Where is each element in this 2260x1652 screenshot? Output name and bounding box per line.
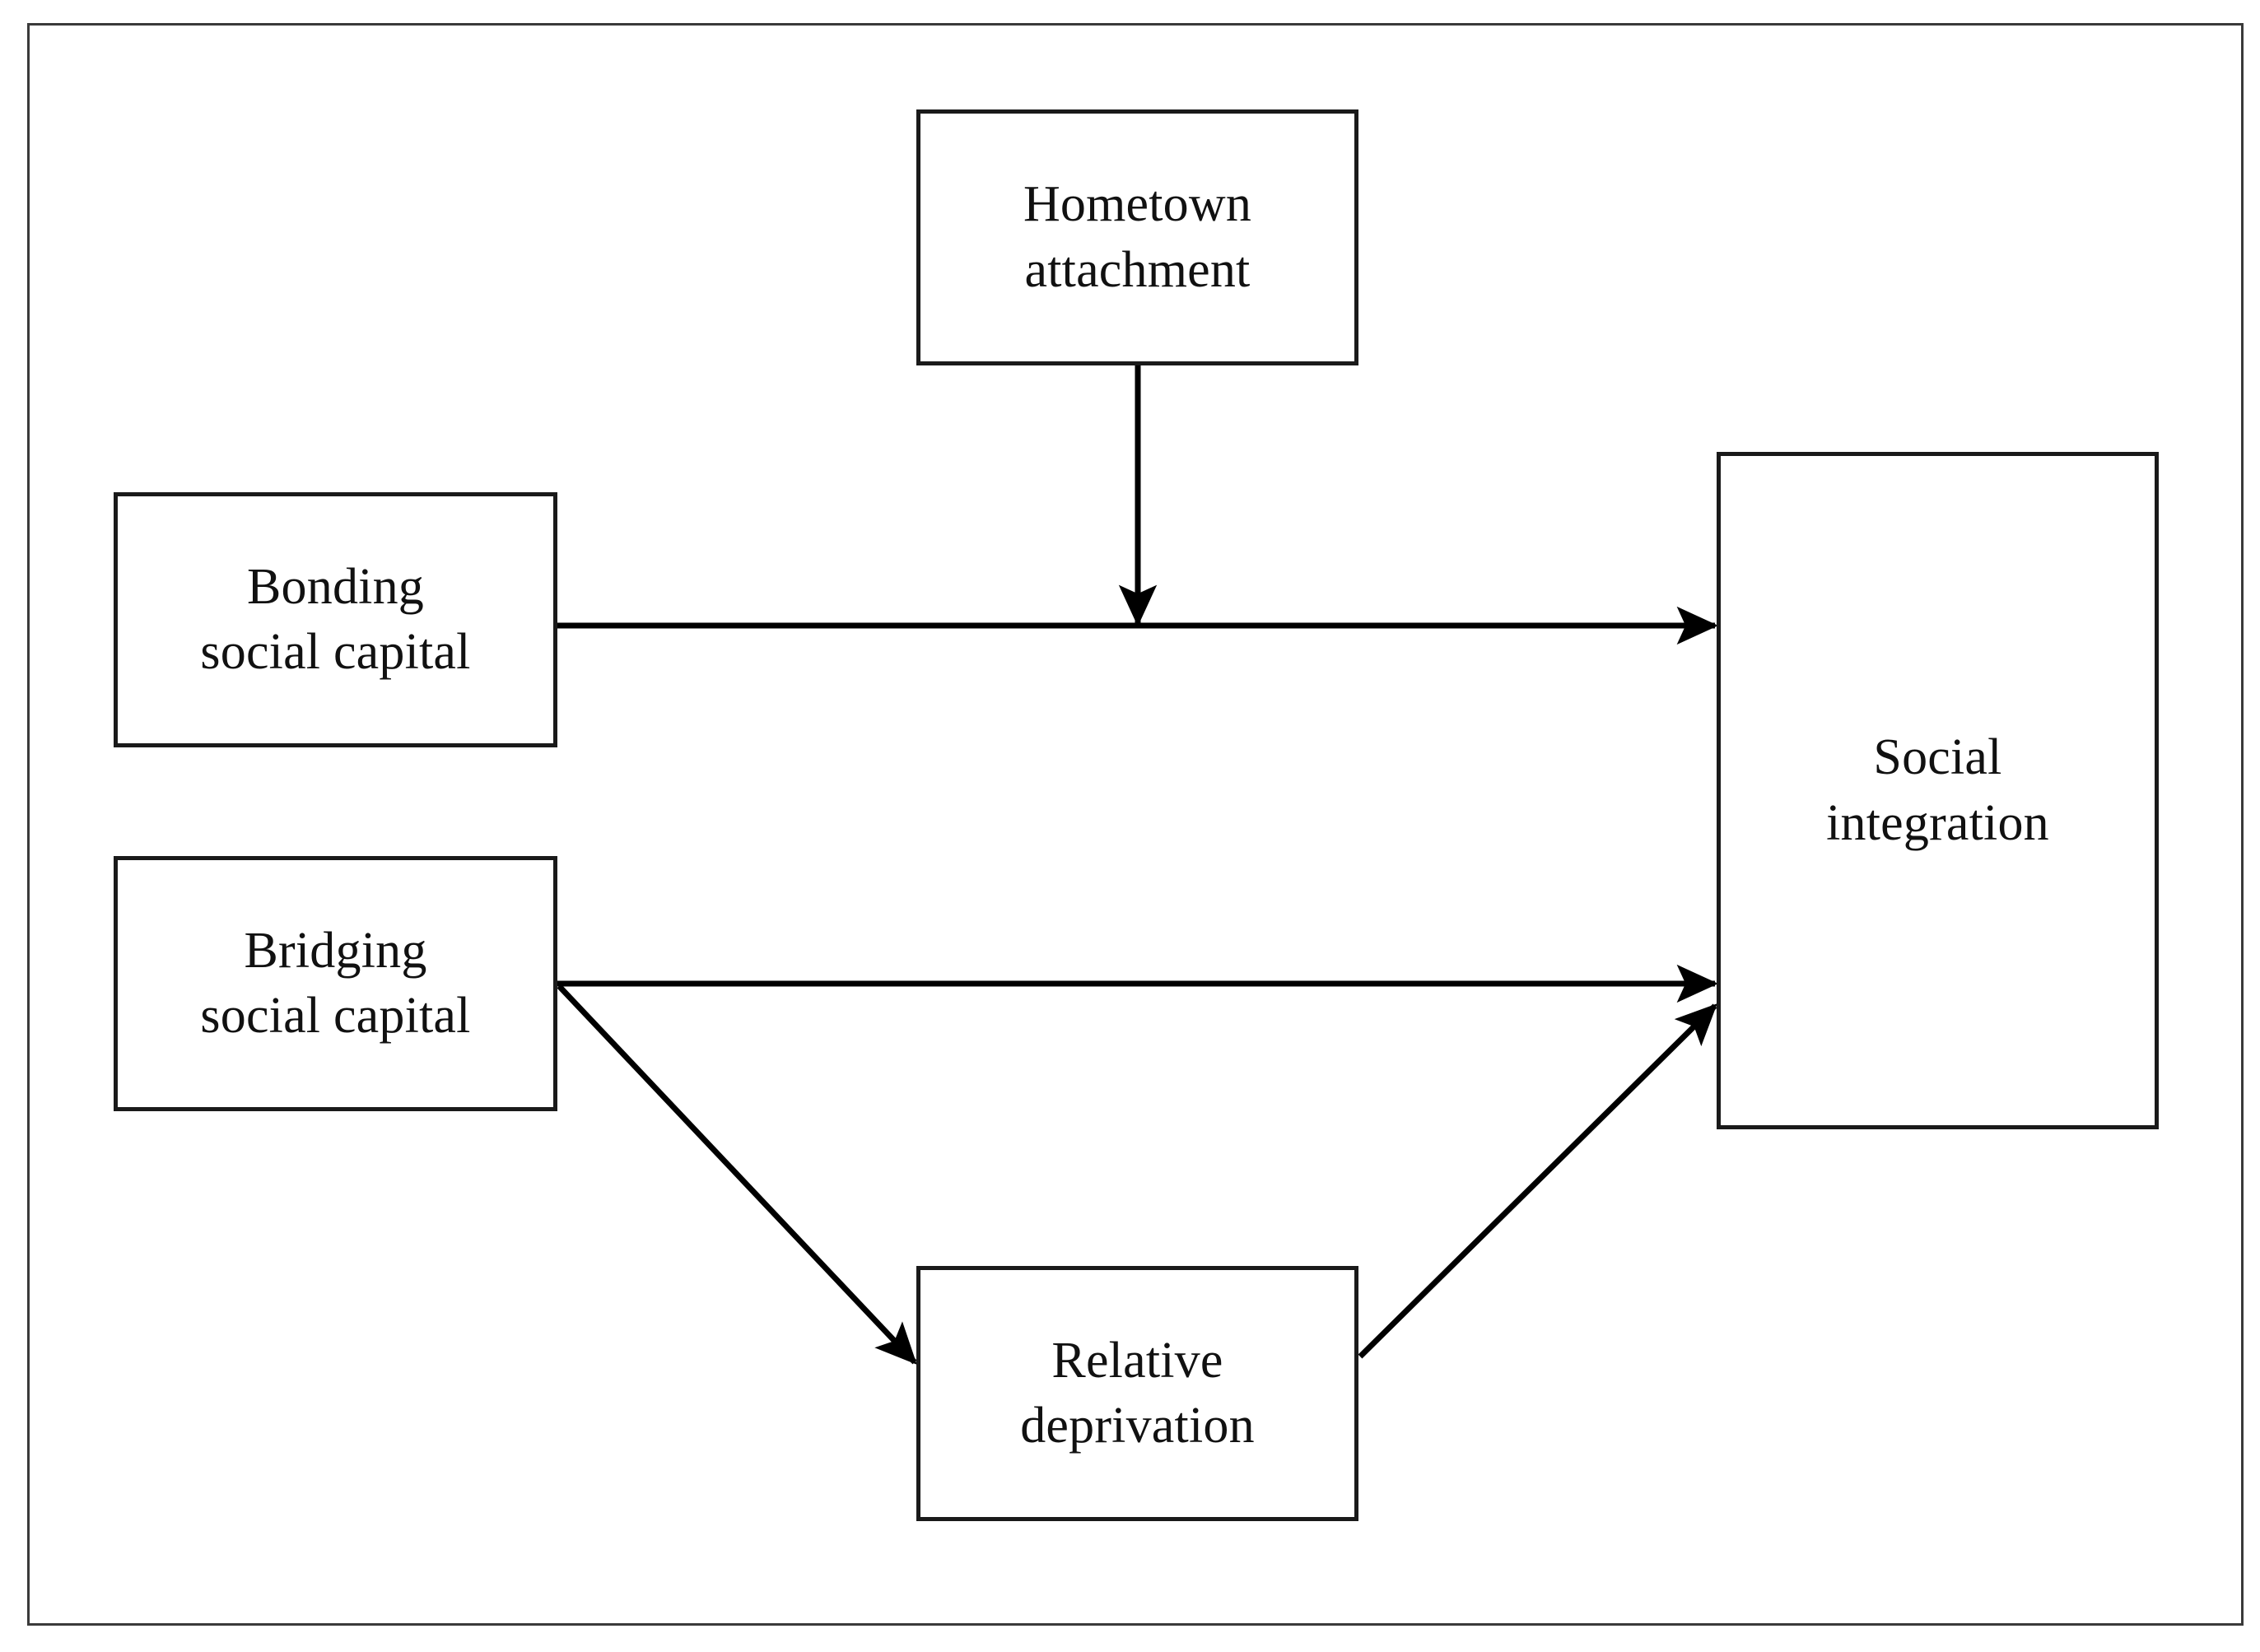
node-hometown-attachment-label: Hometown attachment [1023, 176, 1252, 298]
node-bridging-social-capital[interactable]: Bridging social capital [114, 856, 557, 1111]
node-social-integration[interactable]: Social integration [1717, 452, 2159, 1129]
node-relative-deprivation-label: Relative deprivation [1020, 1332, 1255, 1454]
node-bridging-social-capital-label: Bridging social capital [200, 922, 471, 1044]
node-bonding-social-capital[interactable]: Bonding social capital [114, 492, 557, 747]
node-hometown-attachment[interactable]: Hometown attachment [916, 109, 1358, 365]
edge-bridging-to-deprivation [557, 984, 917, 1365]
node-bonding-social-capital-label: Bonding social capital [200, 558, 471, 680]
node-relative-deprivation[interactable]: Relative deprivation [916, 1266, 1358, 1521]
node-social-integration-label: Social integration [1826, 729, 2049, 851]
edge-deprivation-to-integration [1358, 1003, 1717, 1359]
